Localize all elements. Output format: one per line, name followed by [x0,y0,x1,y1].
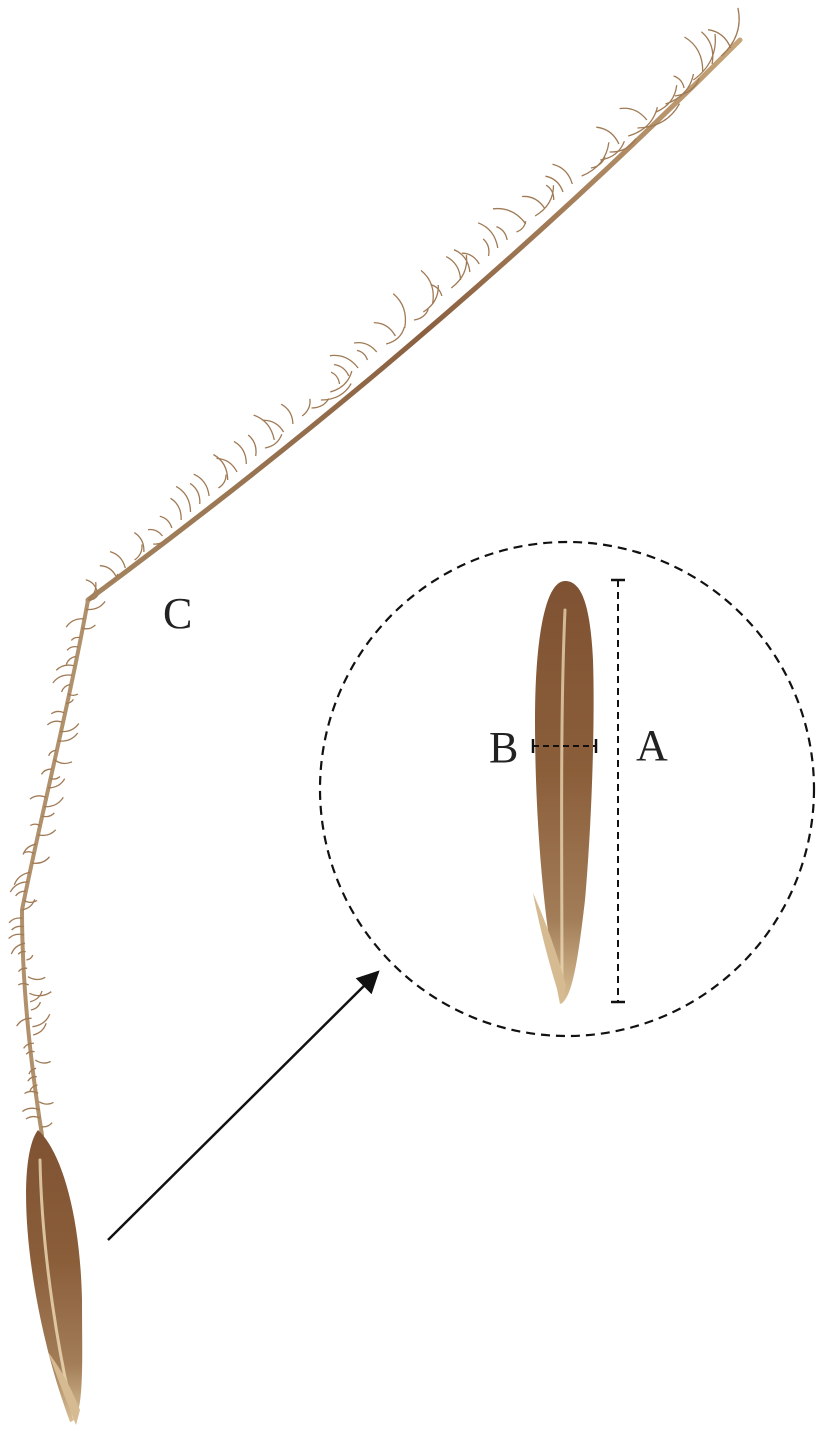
awn-hair [26,955,32,960]
awn-hair [248,435,256,456]
awn-hair [393,294,405,328]
awn-hair [41,1123,52,1127]
awn-hair [493,209,526,224]
awn-hair [194,474,209,496]
awn-hair [51,711,64,713]
awn-hair [281,404,293,424]
awn-hair [685,37,703,72]
awn-hairs [9,8,740,1127]
awn-hair [522,196,544,208]
awn-hair [190,483,200,504]
awn-hair [496,227,507,240]
awn-hair [110,552,125,568]
awn-hair [160,516,172,528]
awn [9,8,740,1135]
awn-hair [263,420,284,432]
awn-hair [423,285,438,312]
awn-hair [334,365,349,376]
awn-hair [357,350,367,360]
awn-hair [374,323,396,336]
awn-hair [596,127,619,144]
awn-hair [302,399,310,416]
awn-hair [234,441,246,464]
seed-original-body [26,1130,82,1422]
awn-hair [30,824,40,825]
awn-hair [545,176,563,192]
awn-hair [331,372,340,384]
awn-hair [254,415,275,440]
pointer-arrow [108,972,378,1240]
awn-hair [32,1014,49,1026]
awn-hair [100,566,116,576]
awn-hair [68,694,78,696]
awn-hair [546,185,554,200]
magnified-view [320,542,814,1036]
length-label: A [636,721,668,770]
awn-hair [53,675,72,683]
length-measure [611,580,625,1002]
awn-hair [483,239,489,256]
awn-hair [330,355,358,368]
awn-hair [56,665,74,670]
awn-hair [446,257,460,280]
awn-hair [28,977,45,980]
awn-hair [30,796,46,799]
awn-hair [148,530,162,536]
awn-hair [31,1002,41,1010]
awn-hair [218,475,226,488]
awn-hair [54,760,72,764]
awn-hair [30,991,42,1002]
awn-hair [674,76,685,88]
awn-hair [414,309,428,320]
awn-label: C [163,589,192,638]
awn-hair [35,1060,50,1063]
seed-original [26,1130,82,1425]
width-label: B [489,723,518,772]
awn-hair [176,486,190,512]
awn-hair [620,108,647,120]
awn-hair [134,533,144,552]
awn-hair [171,498,182,520]
awn-hair [421,270,433,304]
awn-hair [454,250,470,272]
awn-hair [47,721,62,725]
awn-hair [39,1102,54,1104]
awn-hair [24,900,37,902]
